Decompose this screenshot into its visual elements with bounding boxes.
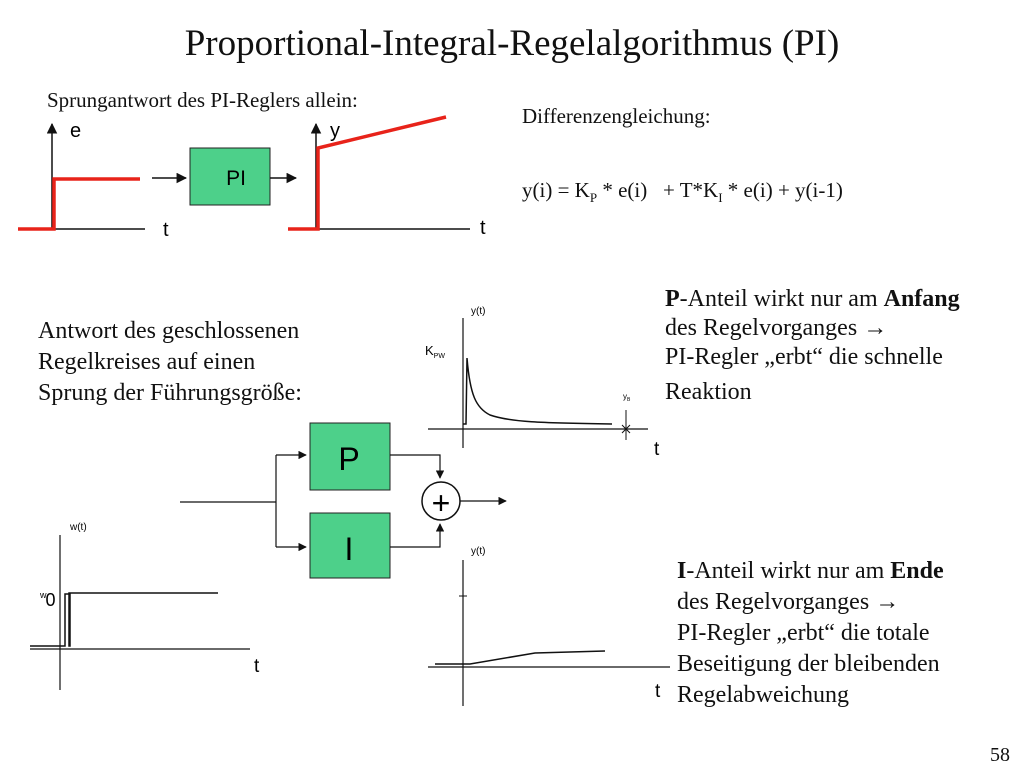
output-pi-curve bbox=[288, 115, 447, 231]
i-text-e: Regelabweichung bbox=[677, 682, 849, 708]
p-response-plot: y(t) KPW yB t bbox=[425, 306, 660, 460]
slide-title: Proportional-Integral-Regelalgorithmus (… bbox=[184, 23, 840, 64]
closed-loop-description: Antwort des geschlossenen Regelkreises a… bbox=[38, 316, 302, 409]
w0-sub: 0 bbox=[46, 590, 56, 610]
eq-tail-1: * e(i) bbox=[722, 178, 778, 202]
i-bold-ende: Ende bbox=[890, 558, 944, 584]
i-block bbox=[309, 512, 391, 579]
closed-loop-line-3: Sprung der Führungsgröße: bbox=[38, 380, 302, 406]
eq-tail-2: + y(i-1) bbox=[777, 178, 843, 202]
i-anteil-text: I-Anteil wirkt nur am Ende des Regelvorg… bbox=[677, 556, 944, 711]
yb-label: yB bbox=[623, 392, 631, 403]
output-y-label: y bbox=[330, 120, 340, 142]
w-step-curve bbox=[30, 592, 218, 647]
i-response-plot: y(t) t bbox=[428, 546, 670, 706]
p-block-label: P bbox=[338, 441, 359, 477]
i-plot-ylabel: y(t) bbox=[471, 546, 485, 557]
difference-equation: y(i) = KP * e(i) + T*KI * e(i) + y(i-1) bbox=[522, 178, 843, 206]
w-plot: w(t) w0 t bbox=[30, 522, 260, 690]
w0-label: w0 bbox=[39, 590, 56, 610]
input-e-label: e bbox=[70, 120, 81, 142]
eq-part-2: + T*K bbox=[662, 178, 719, 202]
p-bold-letter: P bbox=[665, 286, 680, 312]
eq-y-i: y(i) bbox=[522, 178, 558, 202]
kpw-label: KPW bbox=[425, 343, 445, 360]
p-plot-xlabel: t bbox=[654, 439, 660, 460]
yb-marker-arrows bbox=[621, 424, 631, 434]
pi-block: PI bbox=[152, 147, 298, 206]
output-t-label: t bbox=[480, 217, 486, 239]
pi-block-label: PI bbox=[226, 167, 246, 190]
closed-loop-line-1: Antwort des geschlossenen bbox=[38, 318, 300, 344]
i-response-curve bbox=[435, 650, 606, 665]
p-text-a: -Anteil wirkt nur am bbox=[679, 286, 884, 312]
i-plot-xlabel: t bbox=[655, 681, 661, 702]
i-bold-letter: I bbox=[677, 558, 687, 584]
eq-sub-i: I bbox=[718, 190, 723, 206]
kpw-main: K bbox=[425, 343, 434, 358]
i-text-c: PI-Regler „erbt“ die totale bbox=[677, 620, 930, 646]
arrow-right-icon: → bbox=[875, 589, 900, 615]
page-number: 58 bbox=[990, 744, 1010, 766]
pi-parallel-diagram: P I + bbox=[180, 422, 507, 579]
input-step-curve bbox=[18, 177, 140, 231]
p-plot-ylabel: y(t) bbox=[471, 306, 485, 317]
i-block-label: I bbox=[345, 531, 354, 567]
eq-part-1: = K bbox=[557, 178, 590, 202]
eq-sub-p: P bbox=[589, 190, 598, 206]
w-plot-ylabel: w(t) bbox=[69, 522, 87, 533]
sum-plus-label: + bbox=[432, 485, 451, 521]
i-to-sum-arrow bbox=[390, 523, 445, 548]
p-bold-anfang: Anfang bbox=[883, 286, 960, 312]
w0-main: w bbox=[39, 590, 47, 600]
p-anteil-text: P-Anteil wirkt nur am Anfang des Regelvo… bbox=[665, 282, 960, 410]
arrow-right-icon: → bbox=[863, 315, 888, 341]
yb-sub: B bbox=[627, 397, 631, 403]
equation-heading: Differenzengleichung: bbox=[522, 104, 711, 128]
p-to-sum-arrow bbox=[390, 454, 445, 479]
input-step-plot: e t bbox=[18, 120, 169, 241]
p-response-curve bbox=[463, 357, 613, 425]
p-text-d: Reaktion bbox=[665, 379, 752, 405]
i-text-d: Beseitigung der bleibenden bbox=[677, 651, 940, 677]
pi-block-rect bbox=[189, 147, 271, 206]
eq-mid: * e(i) bbox=[597, 178, 663, 202]
p-text-b: des Regelvorganges bbox=[665, 315, 864, 341]
p-text-c: PI-Regler „erbt“ die schnelle bbox=[665, 344, 943, 370]
p-block bbox=[309, 422, 391, 491]
output-step-plot: y t bbox=[288, 115, 486, 239]
kpw-sub: PW bbox=[434, 353, 446, 360]
yb-main: y bbox=[623, 392, 627, 401]
i-text-a: -Anteil wirkt nur am bbox=[686, 558, 891, 584]
closed-loop-line-2: Regelkreises auf einen bbox=[38, 349, 256, 375]
i-text-b: des Regelvorganges bbox=[677, 589, 876, 615]
w-plot-xlabel: t bbox=[254, 656, 260, 677]
step-response-heading: Sprungantwort des PI-Reglers allein: bbox=[47, 88, 358, 112]
input-t-label: t bbox=[163, 219, 169, 241]
